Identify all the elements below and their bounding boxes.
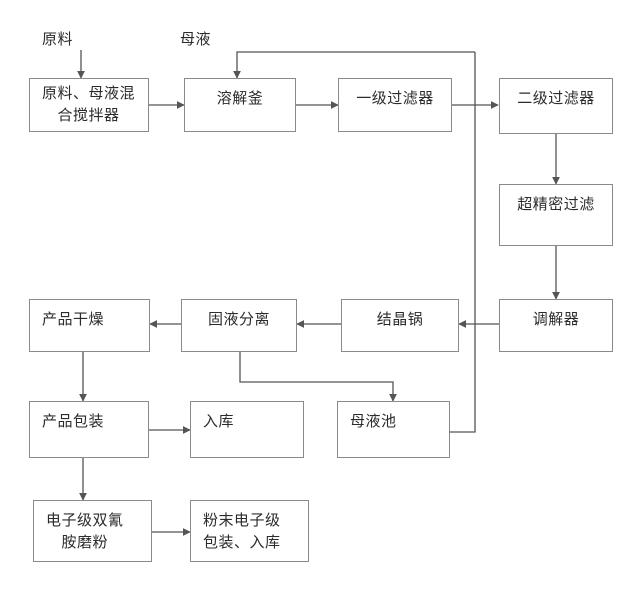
node-mother-liquor-pool[interactable]: 母液池 [337,401,450,458]
edge-mother-liquor-return-to-dissolving-kettle [233,51,475,79]
node-regulator[interactable]: 调解器 [499,299,613,352]
raw-material-label: 原料 [42,30,74,48]
node-primary-filter-label: 一级过滤器 [356,89,434,107]
node-product-packaging-label: 产品包装 [42,412,105,430]
node-warehousing[interactable]: 入库 [190,401,304,458]
node-regulator-label: 调解器 [532,310,580,328]
node-crystallizer-label: 结晶锅 [376,310,424,328]
node-mixer[interactable]: 原料、母液混 合搅拌器 [29,78,149,132]
node-ultra-precision-filter[interactable]: 超精密过滤 [499,184,613,246]
edge-solid-liquid-separation-to-mother-liquor-pool [239,352,397,402]
node-product-drying[interactable]: 产品干燥 [29,299,150,352]
node-warehousing-label: 入库 [203,412,235,430]
node-powder-packaging-warehousing[interactable]: 粉末电子级 包装、入库 [190,500,309,562]
node-secondary-filter-label: 二级过滤器 [517,89,595,107]
node-secondary-filter[interactable]: 二级过滤器 [499,78,613,134]
node-mother-liquor-pool-label: 母液池 [350,412,397,430]
node-powder-packaging-warehousing-label: 粉末电子级 包装、入库 [203,511,281,551]
node-solid-liquid-separation-label: 固液分离 [207,310,270,328]
edge-mother-liquor-pool-return-trunk [450,52,476,433]
node-dissolving-kettle[interactable]: 溶解釜 [184,78,296,132]
node-primary-filter[interactable]: 一级过滤器 [338,78,452,132]
node-crystallizer[interactable]: 结晶锅 [341,299,459,352]
node-dissolving-kettle-label: 溶解釜 [216,89,264,107]
node-solid-liquid-separation[interactable]: 固液分离 [181,299,297,352]
node-product-packaging[interactable]: 产品包装 [29,401,149,458]
node-product-drying-label: 产品干燥 [42,310,105,328]
node-electronic-grade-grinding-label: 电子级双氰 胺磨粉 [46,511,124,551]
node-electronic-grade-grinding[interactable]: 电子级双氰 胺磨粉 [33,500,152,562]
mother-liquor-label: 母液 [180,30,212,48]
node-ultra-precision-filter-label: 超精密过滤 [517,195,595,213]
node-mixer-label: 原料、母液混 合搅拌器 [42,84,136,124]
